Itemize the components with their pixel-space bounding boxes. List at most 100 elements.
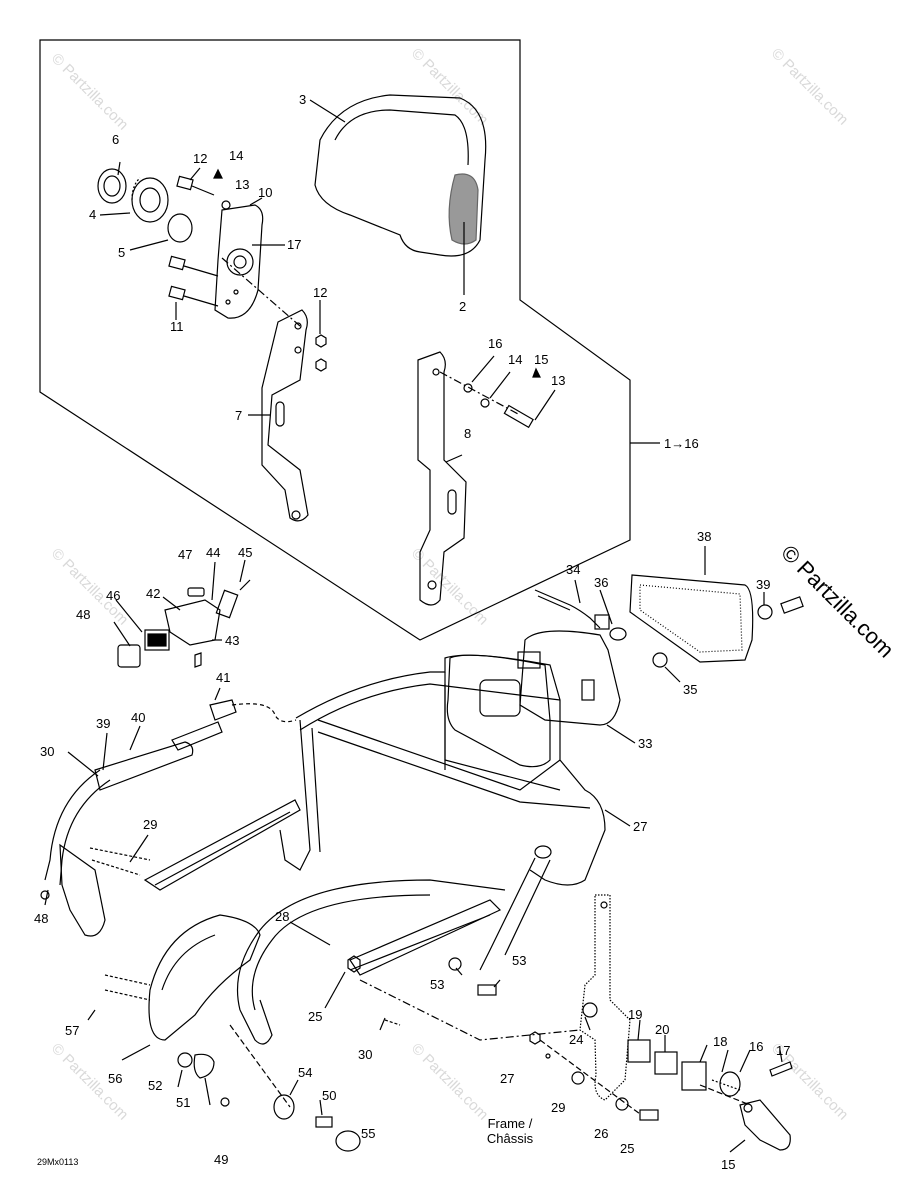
bearing xyxy=(131,177,169,223)
callout: 16 xyxy=(488,336,503,351)
tail-light-lens xyxy=(629,574,754,663)
callout: 17 xyxy=(776,1043,791,1058)
callout: 4 xyxy=(89,207,97,222)
callout: 40 xyxy=(131,710,146,725)
callout: 20 xyxy=(655,1022,670,1037)
callout: 50 xyxy=(322,1088,337,1103)
bolt xyxy=(503,404,534,429)
seal-ring xyxy=(97,168,127,204)
wire-harness xyxy=(534,589,601,629)
callout: 35 xyxy=(683,682,698,697)
callout: 15 xyxy=(534,352,549,367)
nut xyxy=(315,334,327,348)
bolt xyxy=(639,1109,659,1121)
callout: 5 xyxy=(118,245,126,260)
callout: 27 xyxy=(633,819,648,834)
screw xyxy=(780,596,804,614)
callout: 42 xyxy=(146,586,161,601)
callout: 13 xyxy=(551,373,566,388)
callout: 2 xyxy=(459,299,467,314)
bulb-socket xyxy=(594,614,610,630)
callout: 28 xyxy=(275,909,290,924)
callout: 11 xyxy=(170,319,184,334)
bushing xyxy=(167,213,193,243)
spring xyxy=(719,1071,741,1097)
spacer xyxy=(448,957,462,971)
callout: 18 xyxy=(713,1034,728,1049)
callout: 14 xyxy=(508,352,523,367)
callout: 30 xyxy=(358,1047,373,1062)
callout: 45 xyxy=(238,545,253,560)
callout: 49 xyxy=(214,1152,229,1167)
main-frame xyxy=(295,654,606,886)
callout: 27 xyxy=(500,1071,515,1086)
left-foot-plate xyxy=(59,843,106,937)
callout: 51 xyxy=(176,1095,191,1110)
callout: 39 xyxy=(756,577,771,592)
backrest-pad xyxy=(314,94,487,257)
callout: 48 xyxy=(76,607,91,622)
callout: 55 xyxy=(361,1126,376,1141)
license-plate xyxy=(446,654,551,768)
lower-rail xyxy=(236,879,506,1011)
washer xyxy=(571,1071,585,1085)
washer xyxy=(221,200,231,210)
callout: 33 xyxy=(638,736,653,751)
callout: 52 xyxy=(148,1078,163,1093)
callout: 29 xyxy=(143,817,158,832)
callout: 36 xyxy=(594,575,609,590)
callout: 53 xyxy=(512,953,527,968)
callout: 19 xyxy=(628,1007,643,1022)
switch-housing xyxy=(164,599,221,646)
callout: 13 xyxy=(235,177,250,192)
bulb xyxy=(609,627,627,641)
foot-peg xyxy=(739,1099,791,1151)
light-housing xyxy=(519,630,621,726)
spacer xyxy=(177,1052,193,1068)
bolt xyxy=(315,1116,333,1128)
callout: 43 xyxy=(225,633,240,648)
callout: 57 xyxy=(65,1023,80,1038)
callout: 10 xyxy=(258,185,273,200)
frame-label-line2: Châssis xyxy=(486,1130,534,1146)
callout: 29 xyxy=(551,1100,566,1115)
bumper xyxy=(193,1053,215,1079)
subassembly-label: 1→16 xyxy=(664,436,699,451)
washer xyxy=(582,1002,598,1018)
frame-bracket xyxy=(579,894,631,1101)
pin xyxy=(769,1061,793,1077)
callout: 14 xyxy=(229,148,244,163)
frame-label-line1: Frame / xyxy=(487,1116,533,1131)
callout: 3 xyxy=(299,92,307,107)
callout: 56 xyxy=(108,1071,123,1086)
mounting-plate-left xyxy=(261,309,309,522)
nut xyxy=(347,955,361,973)
callout: 7 xyxy=(235,408,243,423)
side-panel xyxy=(148,914,261,1041)
callout: 6 xyxy=(112,132,120,147)
left-rail xyxy=(44,769,101,881)
bolt xyxy=(477,984,497,996)
frame-tube-end xyxy=(534,845,552,859)
label xyxy=(187,587,205,597)
handle-grip xyxy=(94,741,194,791)
callout: 25 xyxy=(620,1141,635,1156)
callout: 39 xyxy=(96,716,111,731)
callout: 46 xyxy=(106,588,121,603)
callout: 15 xyxy=(721,1157,736,1172)
callout: 30 xyxy=(40,744,55,759)
callout: 38 xyxy=(697,529,712,544)
cap xyxy=(335,1130,361,1152)
callout: 53 xyxy=(430,977,445,992)
washer xyxy=(615,1097,629,1111)
grommet xyxy=(652,652,668,668)
mounting-plate-right xyxy=(417,351,467,606)
shim xyxy=(681,1061,707,1091)
subassembly-border xyxy=(39,39,631,641)
callout: 44 xyxy=(206,545,221,560)
shim xyxy=(654,1051,678,1075)
frame-label: Frame / Châssis xyxy=(470,1116,550,1147)
washer xyxy=(480,398,490,408)
callout: 16 xyxy=(749,1039,764,1054)
